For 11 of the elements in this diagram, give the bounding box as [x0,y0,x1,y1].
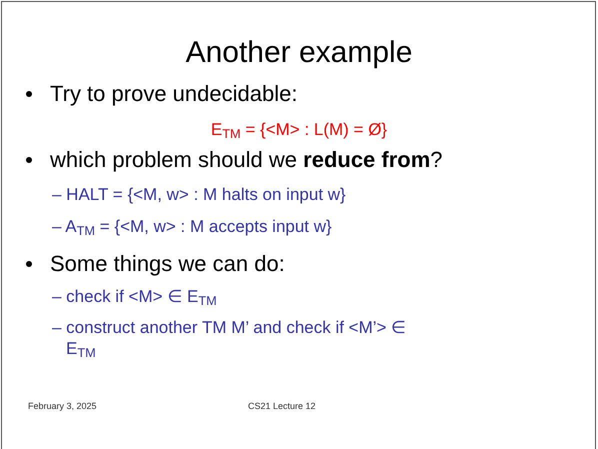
bullet-text: – A$_{TM}$ = {<M, w> : M accepts input w} [52,216,333,238]
bullet-text: which problem should we reduce from? [50,146,444,174]
bullet-text: – construct another TM M’ and check if <M’> ∈ E$_{TM}$ [52,317,408,360]
footer-text: February 3, 2025 [28,400,98,413]
formula-text: E$_{TM}$ = {<M> : L(M) = Ø} [210,119,388,140]
bullet-text: Try to prove undecidable: [50,80,298,108]
slide-title: Another example [184,35,414,71]
bullet-text: – check if <M> ∈ E$_{TM}$ [52,286,218,308]
bullet-text: Some things we can do: [50,250,286,278]
bullet-text: – HALT = {<M, w> : M halts on input w} [52,184,347,206]
footer-text: CS21 Lecture 12 [248,400,317,413]
